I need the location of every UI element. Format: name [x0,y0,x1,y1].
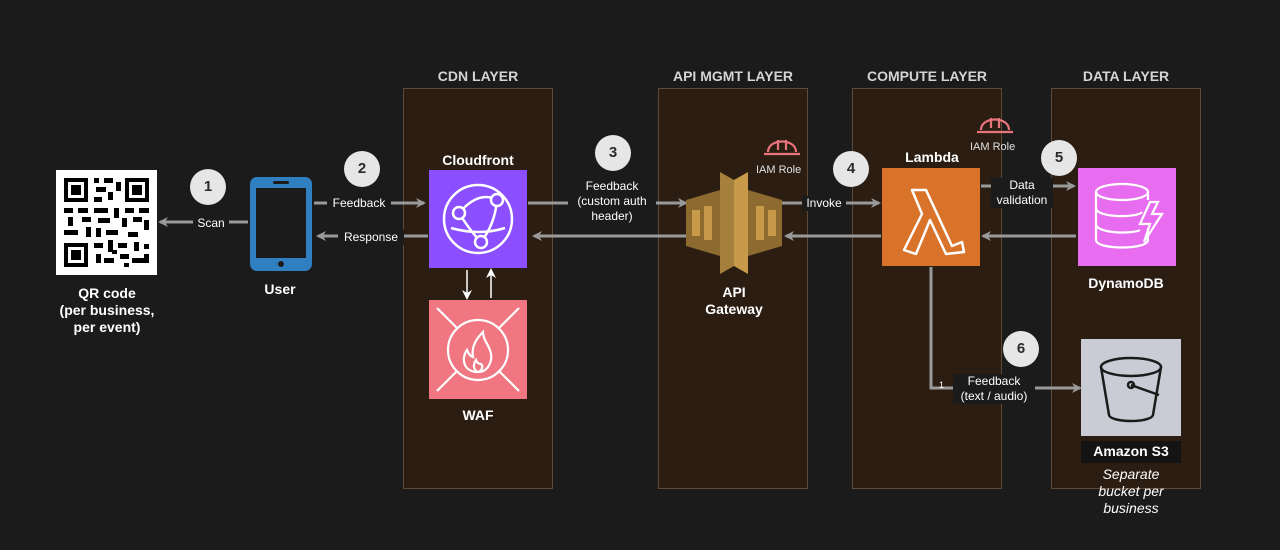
edge-label-data-validation: Data validation [991,178,1053,208]
cdn-layer-title: CDN LAYER [437,68,519,84]
step-badge-2: 2 [344,151,380,187]
iam-role-label-api: IAM Role [756,164,802,176]
waf-label: WAF [462,407,494,423]
lambda-icon[interactable] [882,168,980,266]
s3-bucket-icon[interactable] [1081,339,1181,436]
api-gateway-label: API Gateway [705,284,763,317]
waf-firewall-icon[interactable] [429,300,527,399]
arrow-lambda-s3 [929,267,1082,393]
iam-role-label-lambda: IAM Role [970,141,1016,153]
s3-label: Amazon S3 [1081,441,1181,463]
compute-layer-box [852,88,1002,489]
api-gateway-icon[interactable] [686,172,782,274]
qr-code-icon [56,170,157,275]
edge-label-feedback: Feedback [327,196,391,211]
user-label: User [264,281,296,297]
step-badge-6: 6 [1003,331,1039,367]
edge-label-small: 1 [939,380,945,390]
dynamodb-label: DynamoDB [1088,275,1164,291]
edge-label-scan: Scan [193,216,229,231]
lambda-label: Lambda [905,149,959,165]
edge-label-response: Response [338,230,404,245]
step-badge-3: 3 [595,135,631,171]
step-badge-1: 1 [190,169,226,205]
iam-helmet-icon [764,140,800,156]
cdn-layer-box [403,88,553,489]
api-layer-title: API MGMT LAYER [672,68,794,84]
cloudfront-icon[interactable] [429,170,527,268]
step-badge-5: 5 [1041,140,1077,176]
edge-label-feedback-auth: Feedback (custom auth header) [568,179,656,224]
dynamodb-icon[interactable] [1078,168,1176,266]
qr-code-label: QR code (per business, per event) [59,285,155,335]
edge-label-feedback-s3: Feedback (text / audio) [953,374,1035,404]
iam-helmet-icon [977,118,1013,134]
mobile-phone-icon [250,177,312,271]
cloudfront-label: Cloudfront [442,152,514,168]
step-badge-4: 4 [833,151,869,187]
edge-label-invoke: Invoke [802,196,846,211]
compute-layer-title: COMPUTE LAYER [866,68,988,84]
data-layer-title: DATA LAYER [1082,68,1170,84]
s3-note: Separate bucket per business [1098,466,1164,516]
